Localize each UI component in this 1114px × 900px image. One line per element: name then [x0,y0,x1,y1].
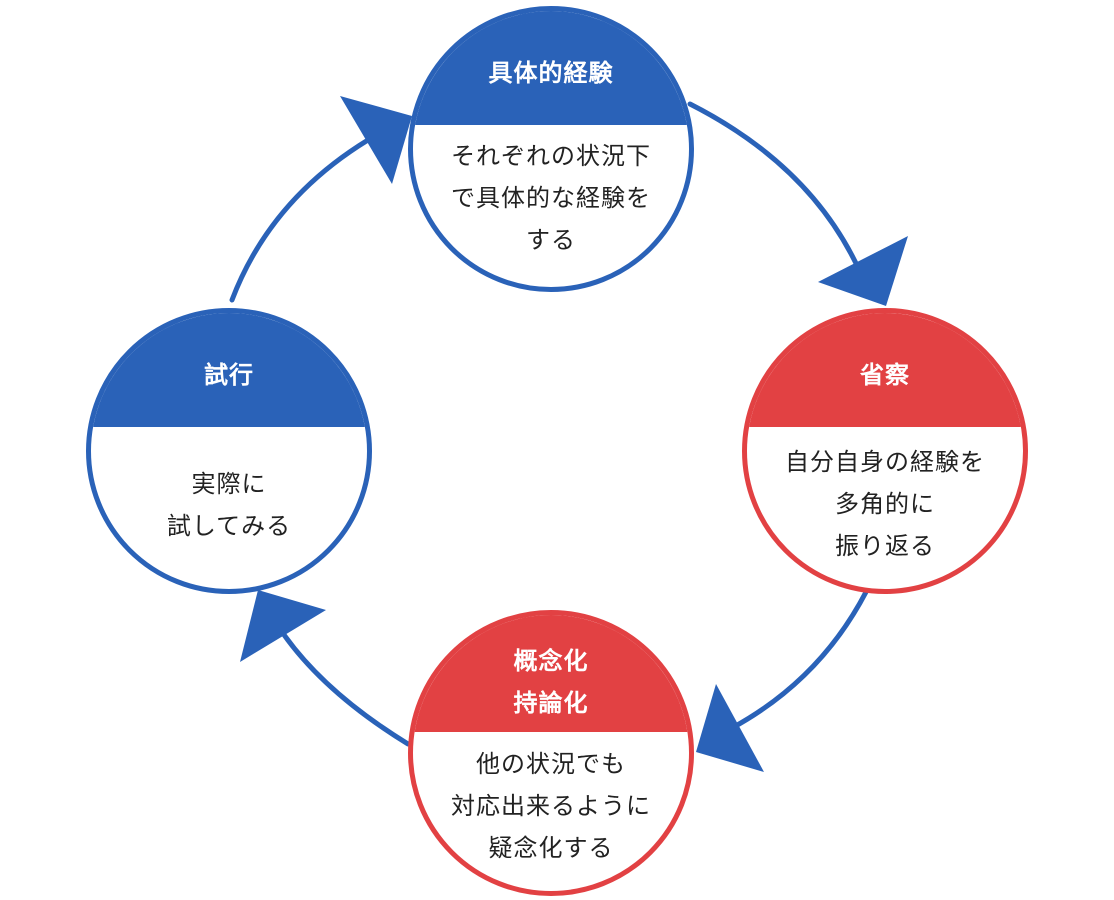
node-title: 試行 [91,313,367,427]
description-line: 多角的に [835,490,935,518]
description-line: 疑念化する [488,834,614,862]
description-line: で具体的な経験を [451,184,651,212]
node-title: 概念化 持論化 [413,615,689,732]
arrowhead-to-top-icon [340,96,412,184]
node-title: 省察 [747,313,1023,427]
description-line: 試してみる [166,512,292,540]
description-line: 対応出来るように [451,792,651,820]
node-conceptualization: 概念化 持論化 他の状況でも 対応出来るように 疑念化する [408,610,694,896]
arrowhead-to-bottom-icon [696,684,764,772]
node-reflection: 省察 自分自身の経験を 多角的に 振り返る [742,308,1028,594]
description-line: 実際に [191,470,267,498]
arrowhead-to-right-icon [818,236,908,306]
node-description: それぞれの状況下 で具体的な経験を する [413,135,689,261]
node-title-line: 持論化 [513,688,589,717]
arc-right-to-bottom [729,589,869,731]
description-line: 振り返る [835,532,935,560]
description-line: 他の状況でも [476,750,626,778]
description-line: 自分自身の経験を [785,448,985,476]
node-description: 実際に 試してみる [91,463,367,547]
arrowhead-to-left-icon [240,590,326,662]
node-description: 他の状況でも 対応出来るように 疑念化する [413,743,689,869]
arc-left-to-top [229,137,371,303]
node-concrete-experience: 具体的経験 それぞれの状況下 で具体的な経験を する [408,6,694,292]
description-line: それぞれの状況下 [451,142,651,170]
node-description: 自分自身の経験を 多角的に 振り返る [747,441,1023,567]
node-trial: 試行 実際に 試してみる [86,308,372,594]
node-title-line: 概念化 [513,646,589,675]
arc-top-to-right [687,101,869,289]
node-title: 具体的経験 [413,11,689,125]
description-line: する [526,226,576,254]
arc-bottom-to-left [275,623,411,747]
